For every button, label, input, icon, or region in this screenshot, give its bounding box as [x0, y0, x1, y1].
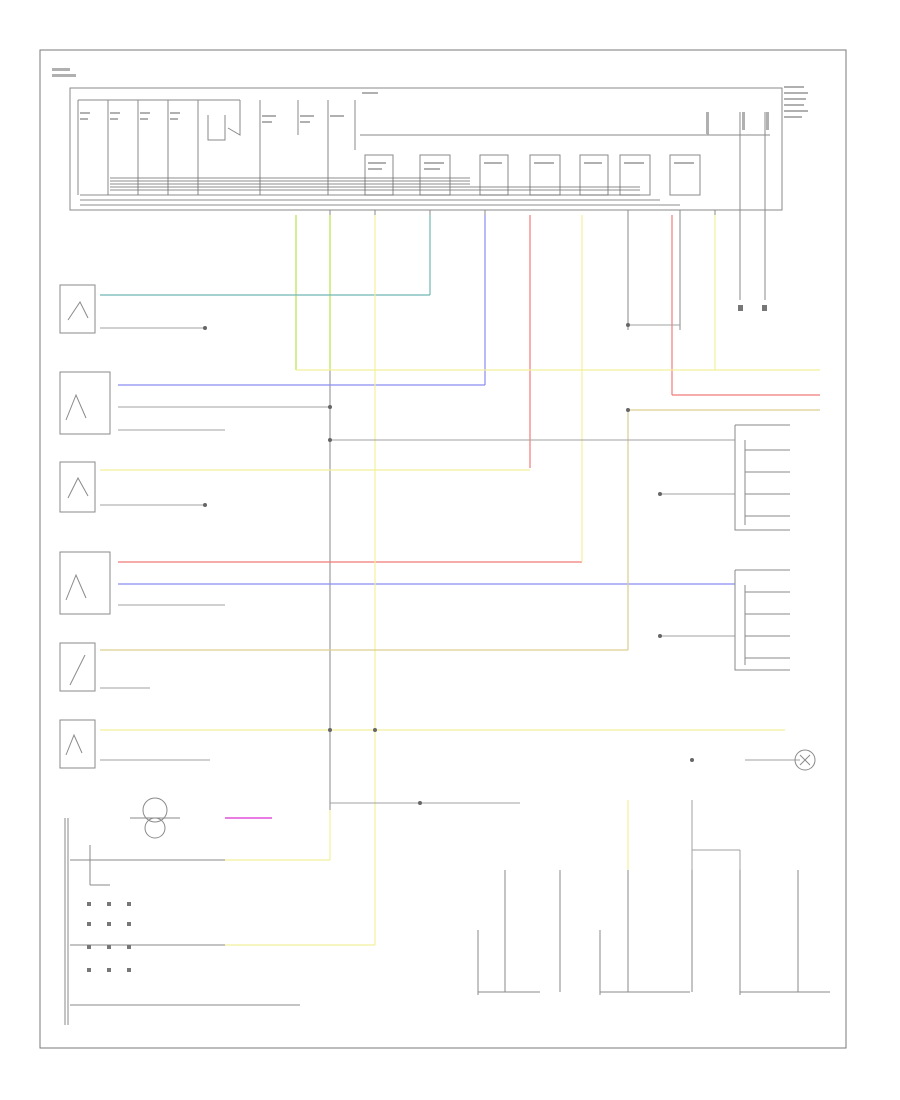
rear-combination-lamp-block — [64, 818, 300, 1025]
wire-olive — [100, 409, 820, 651]
wire-yellow-long — [225, 215, 376, 946]
wire-blue-upper — [118, 215, 486, 386]
hazard-switch — [59, 642, 96, 692]
center-stop-lamp — [599, 870, 693, 995]
gray-horizontal-wires — [100, 324, 800, 890]
left-center-high-mount-lamp — [477, 870, 561, 995]
right-front-side-lamp — [794, 749, 816, 771]
horn-assembly — [130, 797, 180, 839]
diagram-frame — [39, 49, 847, 1049]
left-front-side-lamp — [59, 719, 96, 769]
left-front-park-lamp — [59, 371, 111, 435]
left-turn-lamp-frame — [59, 284, 96, 334]
combination-lamp-left — [59, 461, 96, 513]
wire-green-vertical — [295, 215, 331, 370]
right-center-high-mount-lamp — [739, 870, 830, 995]
junction-dots — [203, 323, 694, 805]
wire-teal-horizontal — [100, 215, 431, 296]
right-front-park-lamp — [59, 551, 111, 615]
vertical-wire-stubs — [329, 210, 766, 945]
wire-yellow-main — [100, 215, 820, 870]
left-front-turn-lamp-connector — [734, 424, 790, 531]
fuse-block — [52, 68, 808, 211]
wire-red-upper — [529, 215, 820, 468]
trailer-connector — [738, 305, 767, 311]
right-front-turn-lamp-connector — [734, 569, 790, 671]
